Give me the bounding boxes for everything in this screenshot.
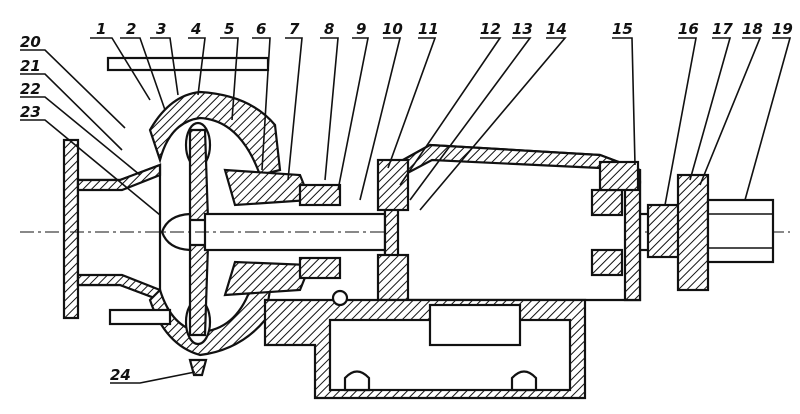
support-bracket — [263, 289, 587, 400]
suction-inlet — [62, 138, 162, 320]
callout-13: 13 — [512, 20, 533, 38]
callout-18: 18 — [742, 20, 763, 38]
callout-14: 14 — [546, 20, 567, 38]
callout-7: 7 — [289, 20, 300, 38]
coupling — [646, 173, 775, 292]
callout-12: 12 — [480, 20, 501, 38]
callout-10: 10 — [382, 20, 403, 38]
callout-17: 17 — [712, 20, 733, 38]
callout-19: 19 — [772, 20, 793, 38]
callout-5: 5 — [224, 20, 234, 38]
pump-casing — [106, 56, 282, 377]
callout-9: 9 — [356, 20, 366, 38]
callout-21: 21 — [20, 57, 41, 75]
callout-8: 8 — [324, 20, 334, 38]
callout-24: 24 — [110, 366, 131, 384]
callout-1: 1 — [96, 20, 106, 38]
callout-11: 11 — [418, 20, 439, 38]
callout-20: 20 — [20, 33, 41, 51]
callout-2: 2 — [126, 20, 136, 38]
callout-3: 3 — [156, 20, 166, 38]
callout-6: 6 — [256, 20, 266, 38]
callout-16: 16 — [678, 20, 699, 38]
callout-23: 23 — [20, 103, 41, 121]
callout-leaders — [20, 37, 792, 384]
callout-22: 22 — [20, 80, 41, 98]
bearing-housing — [376, 143, 642, 302]
callout-labels: 1 2 3 4 5 6 7 8 9 10 11 12 13 14 15 16 1… — [20, 20, 793, 384]
callout-15: 15 — [612, 20, 633, 38]
callout-4: 4 — [190, 20, 201, 38]
